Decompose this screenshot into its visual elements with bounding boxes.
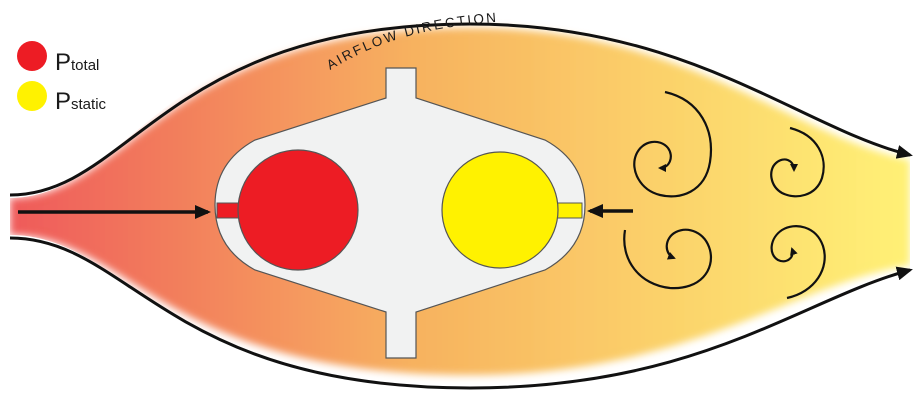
- total-pressure-port: [238, 150, 358, 270]
- legend: Ptotal Pstatic: [17, 41, 107, 115]
- legend-total-label: Ptotal: [55, 49, 99, 76]
- legend-static-label: Pstatic: [55, 88, 107, 115]
- static-pressure-port: [442, 152, 558, 268]
- red-dot-icon: [17, 41, 47, 71]
- yellow-dot-icon: [17, 81, 47, 111]
